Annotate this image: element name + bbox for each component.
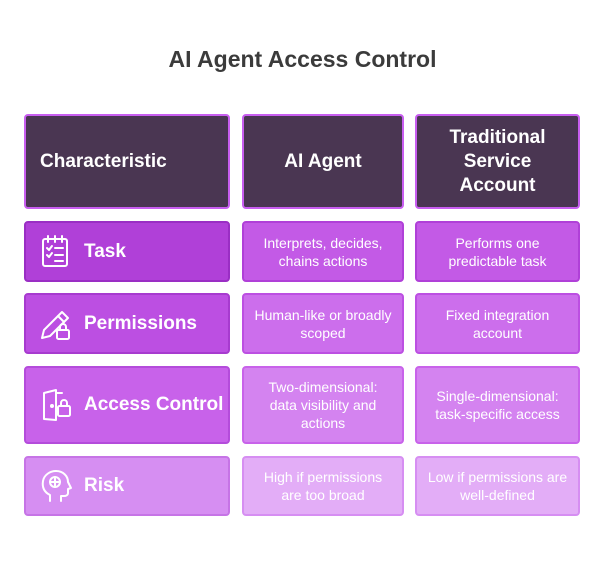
header-characteristic-label: Characteristic [40, 150, 167, 172]
row-label-permissions: Permissions [84, 312, 197, 334]
pencil-lock-icon [41, 310, 70, 340]
cell-risk-ai: High if permissions are too broad [242, 456, 404, 516]
row-label-risk: Risk [84, 475, 125, 496]
cell-permissions-traditional-text: Fixed integration account [445, 306, 550, 341]
header-ai-agent: AI Agent [242, 114, 404, 209]
row-header-access-control: Access Control [24, 366, 230, 444]
row-header-task: Task [24, 221, 230, 282]
cell-task-traditional: Performs one predictable task [415, 221, 580, 282]
cell-task-ai-text: Interprets, decides, chains actions [263, 234, 383, 269]
header-traditional-label: Traditional Service Account [449, 126, 546, 196]
cell-task-traditional-text: Performs one predictable task [448, 234, 547, 269]
row-label-access-control: Access Control [84, 394, 224, 415]
header-characteristic: Characteristic [24, 114, 230, 209]
cell-task-ai: Interprets, decides, chains actions [242, 221, 404, 282]
head-brain-icon [41, 470, 72, 502]
cell-permissions-ai-text: Human-like or broadly scoped [254, 306, 392, 341]
cell-access-control-ai-text: Two-dimensional: data visibility and act… [268, 379, 378, 431]
page-title: AI Agent Access Control [168, 46, 437, 72]
row-header-risk: Risk [24, 456, 230, 516]
checklist-icon [42, 234, 68, 267]
cell-risk-traditional: Low if permissions are well-defined [415, 456, 580, 516]
header-traditional-service-account: Traditional Service Account [415, 114, 580, 209]
header-ai-agent-label: AI Agent [284, 150, 362, 172]
row-header-permissions: Permissions [24, 293, 230, 354]
cell-permissions-ai: Human-like or broadly scoped [242, 293, 404, 354]
cell-access-control-ai: Two-dimensional: data visibility and act… [242, 366, 404, 444]
cell-risk-traditional-text: Low if permissions are well-defined [427, 469, 568, 503]
door-lock-icon [43, 389, 71, 421]
cell-access-control-traditional-text: Single-dimensional: task-specific access [435, 388, 560, 422]
cell-access-control-traditional: Single-dimensional: task-specific access [415, 366, 580, 444]
row-label-task: Task [84, 240, 126, 262]
cell-risk-ai-text: High if permissions are too broad [263, 469, 383, 503]
cell-permissions-traditional: Fixed integration account [415, 293, 580, 354]
